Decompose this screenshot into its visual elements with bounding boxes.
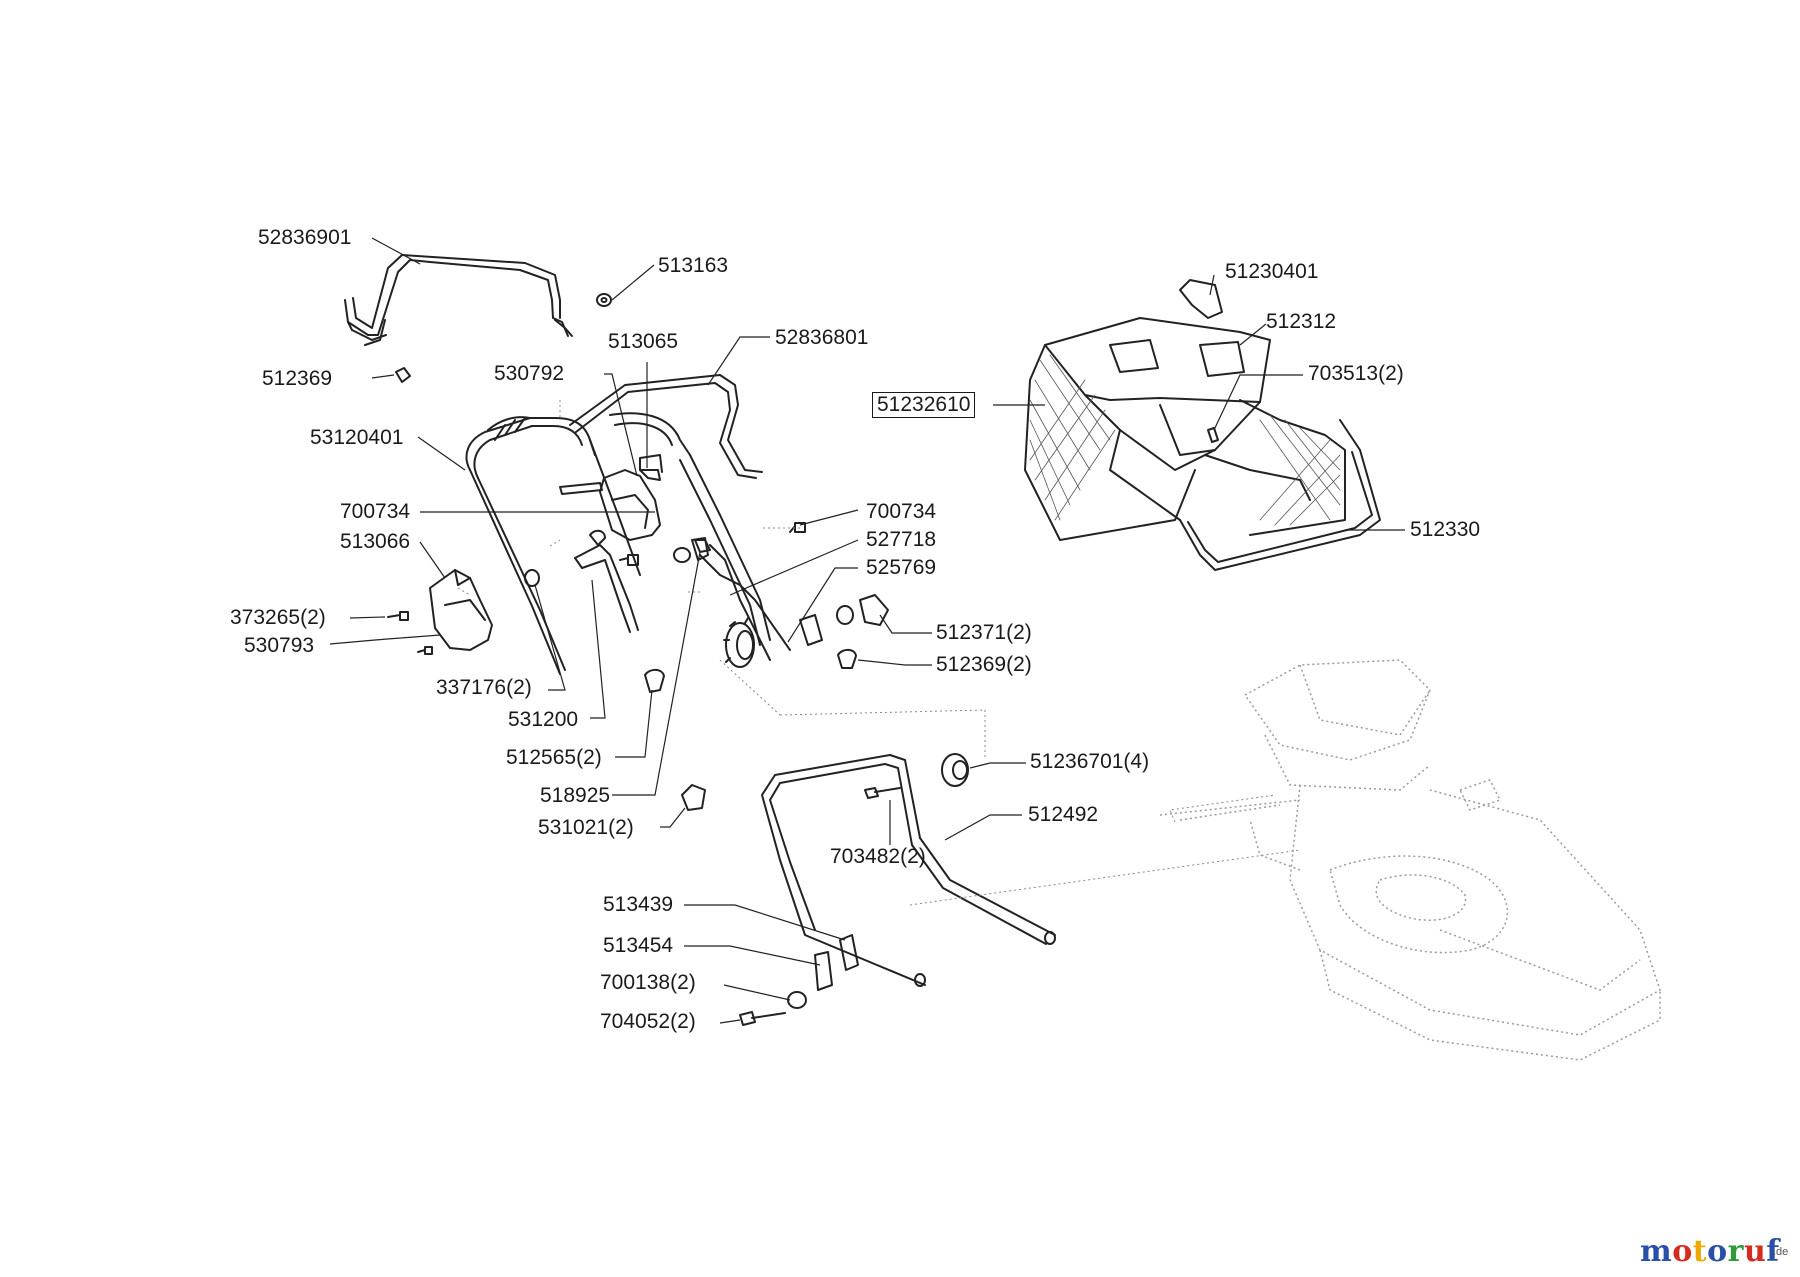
grass-catcher-part: [1024, 317, 1346, 541]
part-label-512330: 512330: [1410, 518, 1481, 541]
part-label-53120401: 53120401: [310, 426, 404, 449]
clip-part: [694, 539, 711, 553]
part-label-525769: 525769: [866, 556, 937, 579]
washer-part: [596, 293, 612, 307]
logo-letter: m: [1640, 1234, 1673, 1269]
logo-suffix: .de: [1773, 1246, 1789, 1258]
bracket-part: [681, 784, 706, 811]
logo-letter: t: [1692, 1234, 1708, 1269]
screw-part: [387, 611, 433, 655]
leader-dotted-lines: [457, 400, 1301, 906]
part-label-52836901: 52836901: [258, 226, 352, 249]
logo-letter: r: [1727, 1234, 1744, 1269]
cable-clip-parts: [814, 934, 859, 991]
part-label-512492: 512492: [1028, 803, 1099, 826]
nut-part-2: [524, 569, 540, 587]
motoruf-logo: motoruf: [1640, 1234, 1780, 1269]
bolt-part-2: [739, 1011, 786, 1026]
star-knob-part: [941, 753, 969, 787]
part-label-704052: 704052(2): [600, 1010, 696, 1033]
logo-letter: o: [1672, 1234, 1693, 1269]
part-label-512312: 512312: [1266, 310, 1337, 333]
plate-part: [639, 469, 661, 481]
catcher-handle-cap-part: [1179, 279, 1223, 319]
part-label-513163: 513163: [658, 254, 729, 277]
housing-part: [429, 569, 493, 651]
part-label-700138: 700138(2): [600, 971, 696, 994]
screw-part-2: [1207, 427, 1219, 443]
part-label-512369: 512369: [262, 367, 333, 390]
catcher-frame-part: [1179, 419, 1381, 571]
part-label-513066: 513066: [340, 530, 411, 553]
adjust-wheel-part: [723, 617, 755, 668]
part-label-531200: 531200: [508, 708, 579, 731]
lever-part: [574, 544, 639, 633]
part-label-512369-right: 512369(2): [936, 653, 1032, 676]
part-label-531021: 531021(2): [538, 816, 634, 839]
cover-part: [599, 454, 663, 541]
part-label-51230401: 51230401: [1225, 260, 1319, 283]
cap-part: [644, 668, 665, 693]
part-label-530793: 530793: [244, 634, 315, 657]
pin-part: [559, 482, 603, 495]
bolt-part: [864, 787, 901, 799]
small-fittings: [589, 522, 806, 661]
part-label-512565: 512565(2): [506, 746, 602, 769]
upper-handle-bar-part: [344, 254, 573, 346]
part-label-337176: 337176(2): [436, 676, 532, 699]
lower-frame-handle-part: [761, 754, 1056, 987]
part-label-513454: 513454: [603, 934, 674, 957]
part-label-518925: 518925: [540, 784, 611, 807]
nut-part-3: [837, 648, 857, 669]
part-label-52836801: 52836801: [775, 326, 869, 349]
part-label-513065: 513065: [608, 330, 679, 353]
part-label-703482: 703482(2): [830, 845, 926, 868]
washer-part-2: [787, 991, 807, 1009]
cable-part: [699, 554, 823, 651]
part-label-373265: 373265(2): [230, 606, 326, 629]
part-label-527718: 527718: [866, 528, 937, 551]
nut-part: [395, 367, 411, 383]
part-label-530792: 530792: [494, 362, 565, 385]
logo-letter: f: [1766, 1234, 1780, 1269]
mower-deck-ghost: [1159, 659, 1661, 1061]
logo-letter: o: [1707, 1234, 1728, 1269]
lower-handle-part: [569, 374, 763, 479]
logo-letter: u: [1743, 1234, 1767, 1269]
part-label-700734-left: 700734: [340, 500, 411, 523]
part-label-513439: 513439: [603, 893, 674, 916]
grip-handle-part: [465, 412, 771, 675]
part-label-51232610: 51232610: [872, 392, 976, 418]
catcher-mesh: [1029, 354, 1341, 526]
part-label-51236701: 51236701(4): [1030, 750, 1150, 773]
part-label-512371: 512371(2): [936, 621, 1032, 644]
callout-leader-lines: [329, 237, 1405, 1024]
part-label-700734-right: 700734: [866, 500, 937, 523]
part-label-703513: 703513(2): [1308, 362, 1404, 385]
knob-part: [836, 594, 889, 626]
